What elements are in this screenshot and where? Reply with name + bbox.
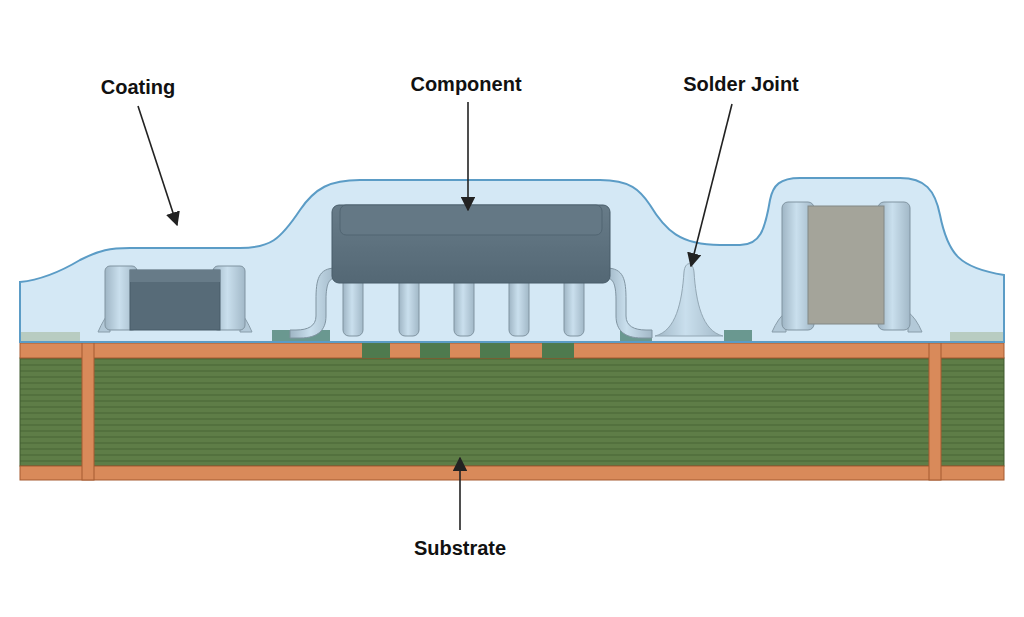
solder-mask — [420, 343, 450, 358]
solder-mask — [362, 343, 390, 358]
solder-mask — [542, 343, 574, 358]
part-label: Substrate — [414, 537, 506, 560]
conformal-coating — [20, 178, 1004, 342]
leader-line — [467, 102, 469, 210]
substrate-core — [20, 358, 1004, 466]
bottom-copper — [20, 466, 1004, 480]
part-label: Solder Joint — [683, 73, 799, 96]
leader-line — [138, 106, 177, 225]
top-copper — [20, 343, 1004, 358]
leader-line — [459, 458, 461, 530]
part-label: Coating — [101, 76, 175, 99]
via — [82, 343, 94, 480]
leader-line — [691, 104, 732, 266]
part-label: Component — [410, 73, 521, 96]
via — [929, 343, 941, 480]
solder-mask — [480, 343, 510, 358]
